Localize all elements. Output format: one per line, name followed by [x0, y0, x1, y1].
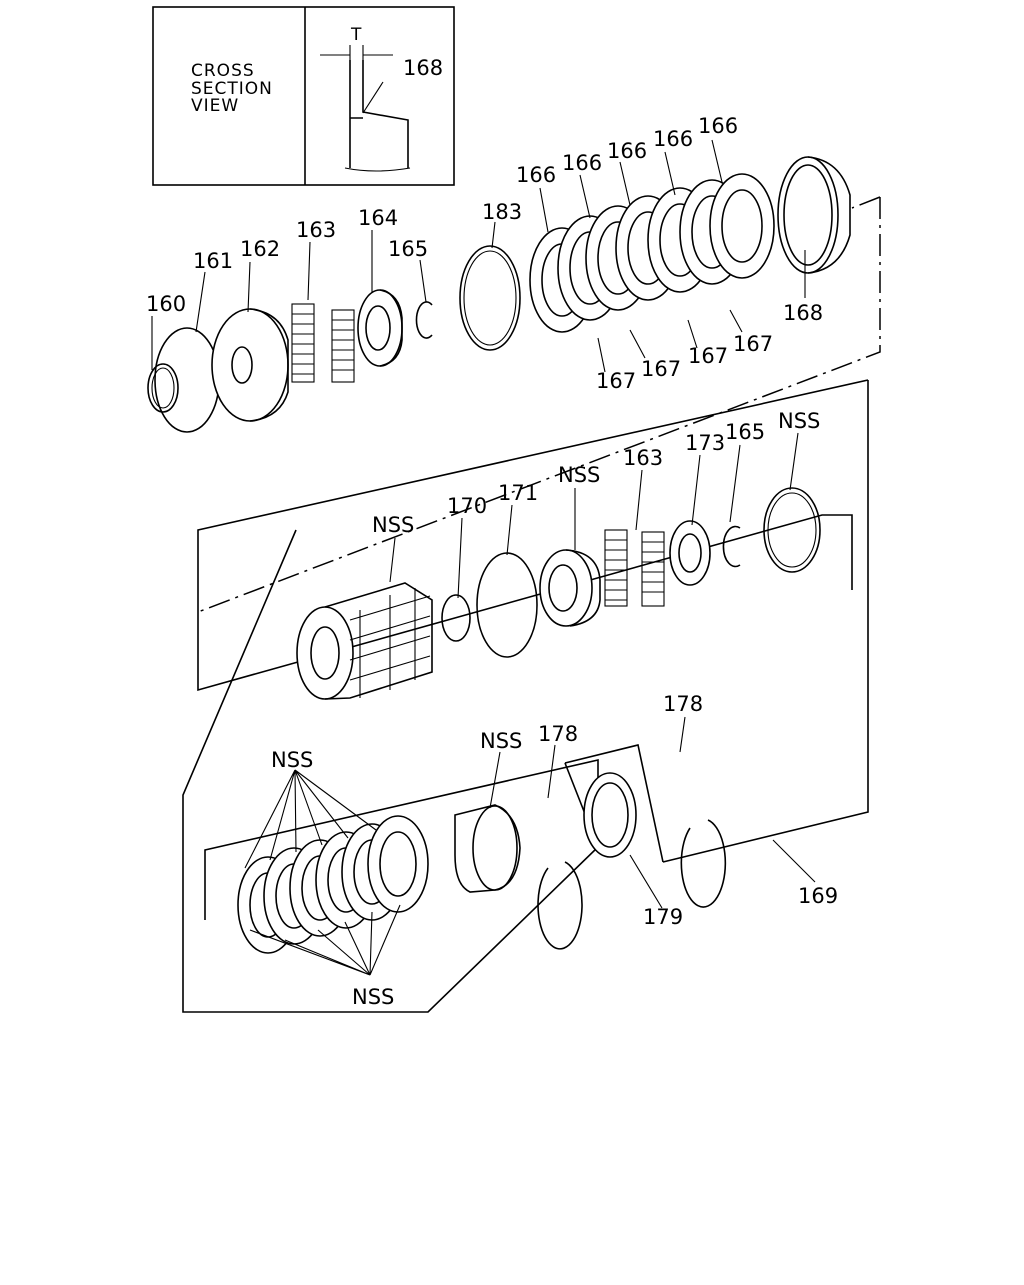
- label-163-mid: 163: [623, 446, 663, 470]
- piston-icon: [454, 804, 521, 893]
- label-167-3: 167: [688, 344, 728, 368]
- label-173: 173: [685, 431, 725, 455]
- label-166-2: 166: [562, 151, 602, 175]
- label-167-2: 167: [641, 357, 681, 381]
- clutch-plate-icon: [529, 173, 775, 333]
- label-160: 160: [146, 292, 186, 316]
- label-nss-ring: NSS: [778, 409, 820, 433]
- cross-section-inset: CROSS SECTION VIEW T 168: [152, 6, 455, 186]
- inset-part-label: 168: [403, 56, 443, 80]
- label-nss-plates-top: NSS: [271, 748, 313, 772]
- piston-icon: [357, 289, 403, 367]
- label-165-mid: 165: [725, 420, 765, 444]
- piston-icon: [211, 308, 289, 422]
- label-169: 169: [798, 884, 838, 908]
- snap-ring-icon: [476, 552, 538, 658]
- label-170: 170: [447, 494, 487, 518]
- label-nss-plates-bottom: NSS: [352, 985, 394, 1009]
- inset-dimension-label: T: [350, 25, 362, 45]
- inset-line-2: SECTION: [191, 79, 273, 99]
- label-nss-gear: NSS: [372, 513, 414, 537]
- label-178-1: 178: [538, 722, 578, 746]
- label-nss-piston: NSS: [558, 463, 600, 487]
- label-171: 171: [498, 481, 538, 505]
- label-166-3: 166: [607, 139, 647, 163]
- clutch-plate-icon: [237, 815, 429, 954]
- snap-ring-icon: [459, 245, 521, 351]
- group-boundaries: [182, 196, 881, 1013]
- snap-ring-icon: [537, 861, 583, 950]
- label-167-4: 167: [733, 332, 773, 356]
- label-183: 183: [482, 200, 522, 224]
- spring-pack-icon: [604, 529, 665, 607]
- label-163-top: 163: [296, 218, 336, 242]
- leader-lines: [151, 139, 806, 976]
- gear-icon: [296, 582, 433, 700]
- inset-line-3: VIEW: [191, 96, 239, 116]
- label-178-2: 178: [663, 692, 703, 716]
- clutch-plate-icon: [583, 772, 637, 858]
- snap-ring-icon: [154, 327, 220, 433]
- snap-ring-icon: [722, 525, 741, 568]
- piston-icon: [669, 520, 711, 586]
- label-161: 161: [193, 249, 233, 273]
- label-168: 168: [783, 301, 823, 325]
- spring-pack-icon: [291, 303, 355, 383]
- snap-ring-icon: [680, 819, 727, 908]
- label-166-5: 166: [698, 114, 738, 138]
- label-179: 179: [643, 905, 683, 929]
- label-166-1: 166: [516, 163, 556, 187]
- label-nss-hub: NSS: [480, 729, 522, 753]
- label-164: 164: [358, 206, 398, 230]
- label-167-1: 167: [596, 369, 636, 393]
- label-162: 162: [240, 237, 280, 261]
- piston-icon: [777, 156, 851, 274]
- snap-ring-icon: [441, 594, 471, 642]
- piston-icon: [539, 549, 601, 627]
- snap-ring-icon: [415, 301, 433, 339]
- label-165-top: 165: [388, 237, 428, 261]
- label-166-4: 166: [653, 127, 693, 151]
- inset-line-1: CROSS: [191, 61, 255, 81]
- snap-ring-icon: [147, 363, 179, 413]
- snap-ring-icon: [763, 487, 821, 573]
